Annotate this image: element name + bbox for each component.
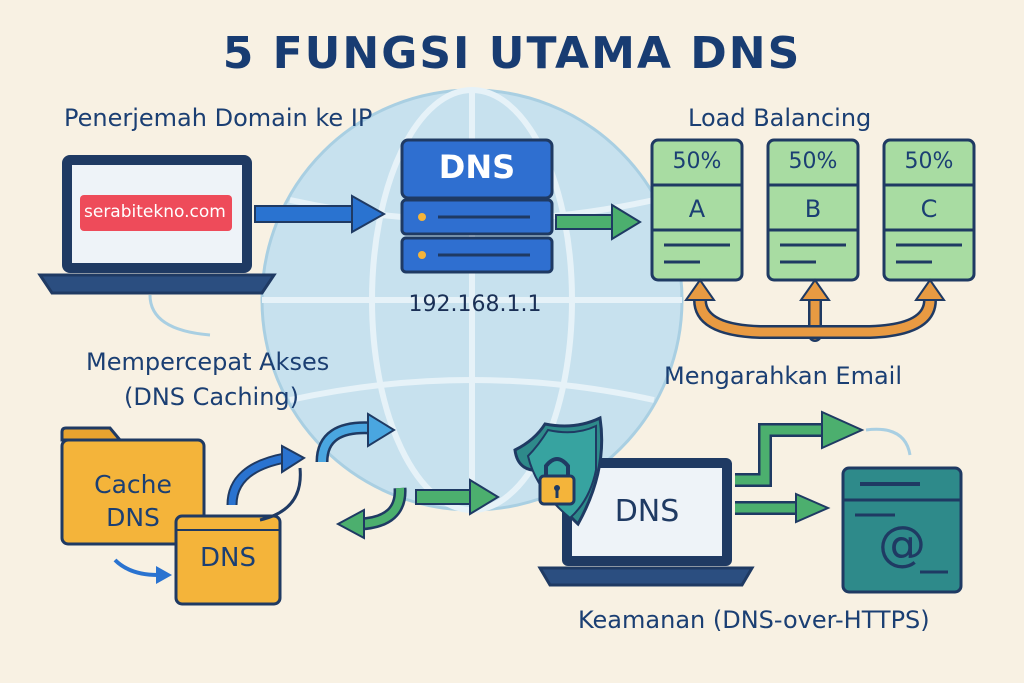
- cache-folder-line1: Cache: [94, 470, 172, 499]
- server-b-icon: [766, 138, 860, 282]
- dns-folder-label: DNS: [200, 543, 256, 573]
- server-c-percent: 50%: [904, 149, 954, 174]
- load-balancer-arrows: [684, 278, 946, 342]
- security-label: Keamanan (DNS-over-HTTPS): [578, 606, 930, 634]
- laptop-icon: [37, 155, 277, 295]
- server-a-icon: [650, 138, 744, 282]
- server-c-name: C: [920, 195, 938, 223]
- ip-address: 192.168.1.1: [408, 292, 542, 317]
- cache-folder-icon: [60, 426, 206, 546]
- at-icon: @: [878, 516, 926, 572]
- server-c-icon: [882, 138, 976, 282]
- translate-label: Penerjemah Domain ke IP: [64, 104, 373, 132]
- arrow-to-load-balancer: [555, 203, 642, 241]
- connector-line: [148, 294, 211, 337]
- cache-arrow-icon: [113, 558, 172, 584]
- server-a-name: A: [688, 195, 706, 223]
- dns-server-label: DNS: [438, 148, 516, 186]
- dns-server-icon: [400, 138, 554, 274]
- server-b-percent: 50%: [788, 149, 838, 174]
- swap-arrows-icon: [226, 444, 306, 522]
- load-balancing-label: Load Balancing: [688, 104, 872, 132]
- email-route-arrows: [735, 410, 912, 524]
- dns-folder-icon: [174, 514, 282, 606]
- security-laptop-label: DNS: [614, 494, 680, 529]
- shield-lock-icon: [513, 415, 604, 527]
- email-label: Mengarahkan Email: [664, 362, 903, 390]
- arrow-to-dns: [254, 194, 387, 234]
- refresh-icon: [315, 412, 407, 540]
- email-server-icon: [841, 466, 963, 594]
- server-b-name: B: [804, 195, 822, 223]
- caching-label-line1: Mempercepat Akses: [86, 348, 330, 376]
- domain-url: serabitekno.com: [84, 202, 226, 222]
- server-a-percent: 50%: [672, 149, 722, 174]
- arrow-to-security: [415, 478, 500, 516]
- cache-folder-line2: DNS: [106, 503, 160, 532]
- page-title: 5 FUNGSI UTAMA DNS: [222, 28, 802, 79]
- caching-label-line2: (DNS Caching): [124, 383, 300, 411]
